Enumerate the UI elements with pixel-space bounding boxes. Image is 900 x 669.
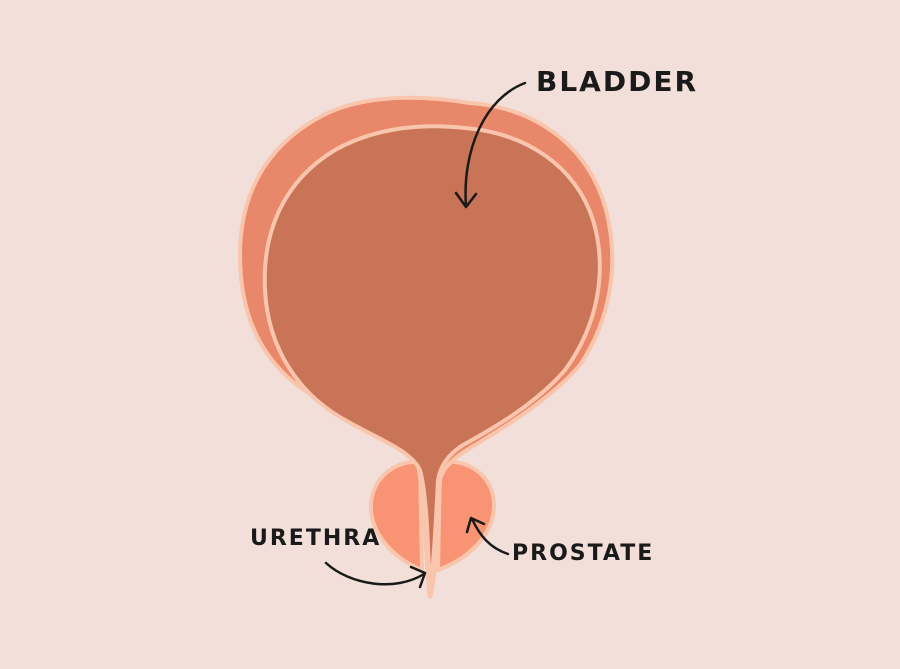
urethra-pointer-arrow xyxy=(324,561,427,589)
urethra-label: URETHRA xyxy=(250,526,382,551)
bladder-label: BLADDER xyxy=(536,65,699,98)
bladder-lumen xyxy=(262,124,602,593)
prostate-left-lobe xyxy=(368,459,425,573)
prostate-label: PROSTATE xyxy=(512,541,655,566)
prostate-right-lobe xyxy=(435,459,497,573)
bladder-pointer-arrow xyxy=(454,81,527,209)
prostate-pointer-arrow xyxy=(465,516,510,556)
